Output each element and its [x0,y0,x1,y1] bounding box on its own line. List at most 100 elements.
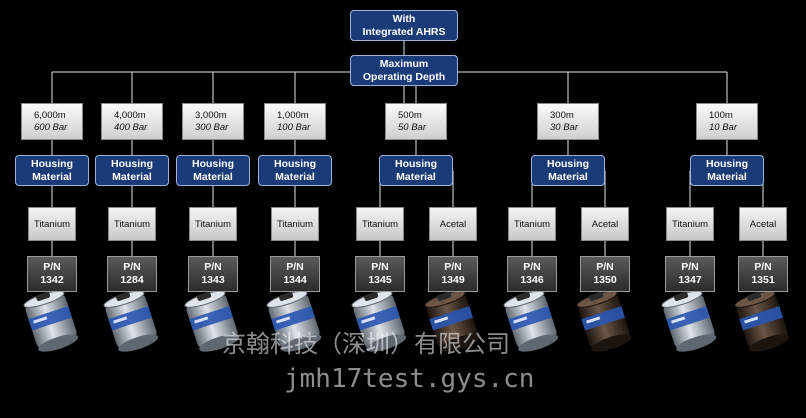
watermark-url: jmh17test.gys.cn [284,364,535,394]
pn-label: P/N [754,261,772,273]
material-box: Acetal [429,207,477,241]
pn-value: 1343 [201,274,225,286]
titanium-sensor-image [23,292,79,352]
pn-value: 1345 [368,274,392,286]
pn-label: P/N [681,261,699,273]
pn-label: P/N [123,261,141,273]
pn-label: P/N [204,261,222,273]
pressure-value: 100 Bar [277,122,311,133]
material-box: Titanium [508,207,556,241]
top-line1: With [392,12,416,25]
depth-value: 4,000m [114,110,146,121]
depth-value: 300m [550,110,574,121]
material-label: Titanium [194,218,232,230]
material-box: Titanium [666,207,714,241]
pn-label: P/N [444,261,462,273]
pressure-value: 30 Bar [550,122,578,133]
depth-value: 1,000m [277,110,309,121]
housing-line1: Housing [31,157,73,170]
pn-label: P/N [43,261,61,273]
pressure-value: 50 Bar [398,122,426,133]
housing-line1: Housing [192,157,234,170]
pressure-value: 400 Bar [114,122,148,133]
titanium-sensor-image [503,292,559,352]
top-line2: Integrated AHRS [362,25,446,38]
depth-value: 6,000m [34,110,66,121]
material-label: Titanium [361,218,399,230]
pn-label: P/N [596,261,614,273]
pn-value: 1351 [751,274,775,286]
pn-value: 1342 [40,274,64,286]
pn-value: 1350 [593,274,617,286]
titanium-sensor-image [103,292,159,352]
watermark-company: 京翰科技（深圳）有限公司 [222,330,510,358]
pn-value: 1349 [441,274,465,286]
depth-header-line2: Operating Depth [362,70,446,83]
titanium-sensor-image [351,292,407,352]
with-integrated-ahrs-box: With Integrated AHRS [350,10,458,41]
material-label: Titanium [671,218,709,230]
material-box: Titanium [356,207,404,241]
pressure-value: 10 Bar [709,122,737,133]
material-label: Acetal [439,218,467,230]
titanium-sensor-image [184,292,240,352]
material-box: Acetal [739,207,787,241]
housing-line2: Material [32,170,72,183]
pressure-value: 300 Bar [195,122,229,133]
material-label: Titanium [276,218,314,230]
depth-header-line1: Maximum [379,57,429,70]
titanium-sensor-image [266,292,322,352]
titanium-sensor-image [661,292,717,352]
material-box: Titanium [189,207,237,241]
depth-value: 100m [709,110,733,121]
pressure-value: 600 Bar [34,122,68,133]
housing-line2: Material [396,170,436,183]
pn-label: P/N [286,261,304,273]
material-label: Acetal [749,218,777,230]
material-box: Titanium [108,207,156,241]
acetal-sensor-image [424,292,480,352]
housing-line2: Material [548,170,588,183]
material-label: Acetal [591,218,619,230]
housing-line2: Material [193,170,233,183]
acetal-sensor-image [734,292,790,352]
housing-line2: Material [275,170,315,183]
housing-line1: Housing [706,157,748,170]
pn-label: P/N [523,261,541,273]
pn-value: 1344 [283,274,307,286]
housing-line2: Material [707,170,747,183]
housing-line1: Housing [547,157,589,170]
housing-line1: Housing [274,157,316,170]
pn-value: 1347 [678,274,702,286]
pn-value: 1284 [120,274,144,286]
material-label: Titanium [113,218,151,230]
pn-label: P/N [371,261,389,273]
housing-line2: Material [112,170,152,183]
housing-line1: Housing [395,157,437,170]
max-operating-depth-box: Maximum Operating Depth [350,55,458,86]
acetal-sensor-image [576,292,632,352]
material-label: Titanium [513,218,551,230]
